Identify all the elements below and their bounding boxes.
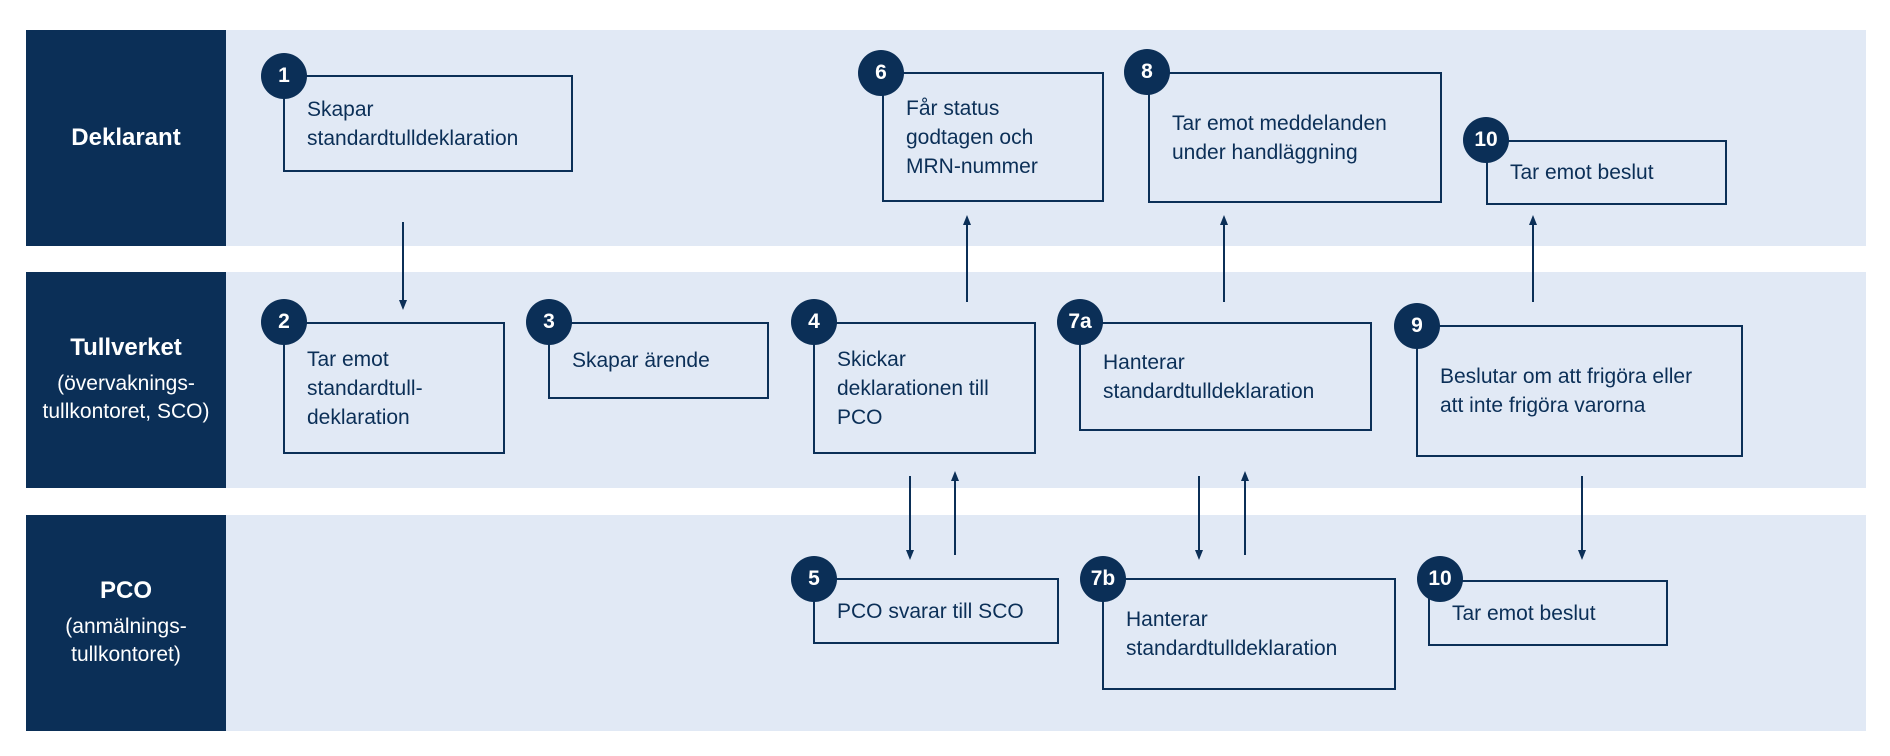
lane-header-tullverket: Tullverket (övervaknings- tullkontoret, … <box>26 272 226 488</box>
lane-subtitle: (anmälnings- tullkontoret) <box>65 615 187 666</box>
step-3-box: Skapar ärende <box>548 322 769 399</box>
step-text: Skickar deklarationen till PCO <box>837 347 989 429</box>
step-badge: 4 <box>791 299 837 345</box>
step-9-box: Beslutar om att frigöra eller att inte f… <box>1416 325 1743 457</box>
lane-background-deklarant <box>226 30 1866 246</box>
step-4-box: Skickar deklarationen till PCO <box>813 322 1036 454</box>
lane-header-deklarant: Deklarant <box>26 30 226 246</box>
step-badge: 10 <box>1463 117 1509 163</box>
step-text: PCO svarar till SCO <box>837 599 1024 623</box>
step-8-box: Tar emot meddelanden under handläggning <box>1148 72 1442 203</box>
step-badge: 2 <box>261 299 307 345</box>
step-badge: 5 <box>791 556 837 602</box>
step-10-box: Tar emot beslut <box>1486 140 1727 205</box>
step-2-box: Tar emot standardtull- deklaration <box>283 322 505 454</box>
step-text: Skapar ärende <box>572 349 710 372</box>
lane-title: Deklarant <box>71 124 181 151</box>
step-7b-box: Hanterar standardtulldeklaration <box>1102 578 1396 690</box>
step-text: Hanterar standardtulldeklaration <box>1103 350 1315 403</box>
step-5-box: PCO svarar till SCO <box>813 578 1059 644</box>
step-7a-box: Hanterar standardtulldeklaration <box>1079 322 1372 431</box>
step-1-box: Skapar standardtulldeklaration <box>283 75 573 172</box>
step-badge: 9 <box>1394 303 1440 349</box>
lane-title: Tullverket <box>70 334 182 361</box>
step-text: Tar emot meddelanden under handläggning <box>1172 111 1387 164</box>
step-badge: 1 <box>261 53 307 99</box>
step-badge: 8 <box>1124 49 1170 95</box>
lane-background-pco <box>226 515 1866 731</box>
step-text: Tar emot beslut <box>1510 161 1654 184</box>
step-badge: 7a <box>1057 299 1103 345</box>
step-text: Hanterar standardtulldeklaration <box>1126 608 1338 660</box>
lane-header-pco: PCO (anmälnings- tullkontoret) <box>26 515 226 731</box>
step-text: Beslutar om att frigöra eller att inte f… <box>1440 365 1693 417</box>
step-text: Skapar standardtulldeklaration <box>307 97 519 150</box>
lane-title: PCO <box>99 577 152 604</box>
step-6-box: Får status godtagen och MRN-nummer <box>882 72 1104 202</box>
step-text: Tar emot beslut <box>1452 601 1596 625</box>
step-10b-box: Tar emot beslut <box>1428 580 1668 646</box>
step-text: Tar emot standardtull- deklaration <box>307 347 423 429</box>
step-badge: 10 <box>1417 556 1463 602</box>
step-badge: 3 <box>526 299 572 345</box>
step-text: Får status godtagen och MRN-nummer <box>906 96 1038 178</box>
step-badge: 7b <box>1080 556 1126 602</box>
lane-subtitle: (övervaknings- tullkontoret, SCO) <box>42 372 210 423</box>
step-badge: 6 <box>858 50 904 96</box>
